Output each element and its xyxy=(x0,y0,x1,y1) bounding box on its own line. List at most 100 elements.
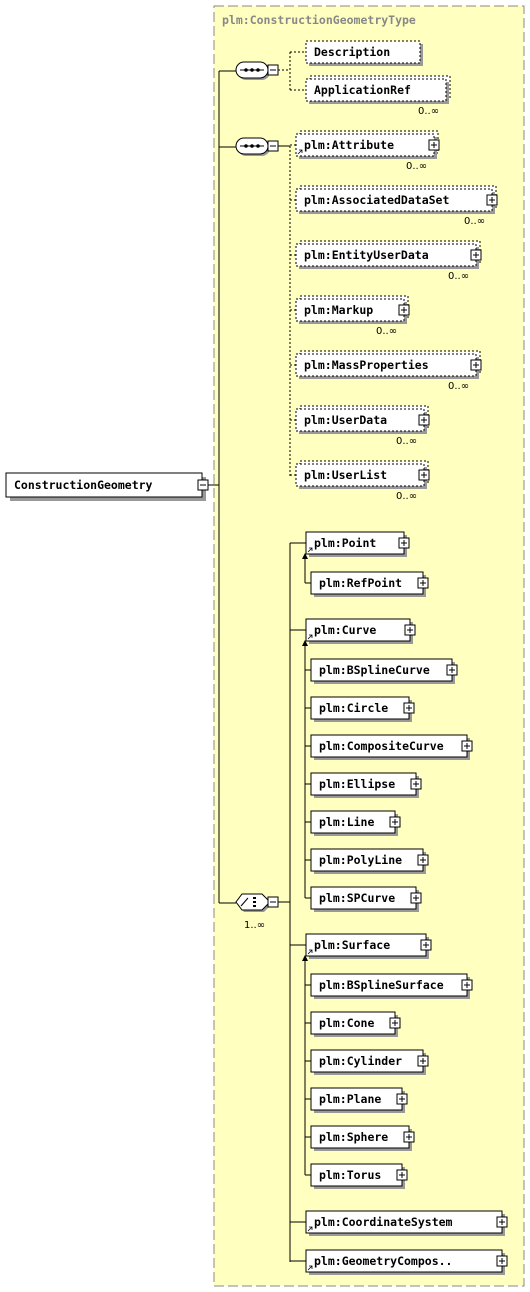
element-massproperties[interactable]: plm:MassProperties 0..∞ xyxy=(295,350,482,392)
expand-icon[interactable] xyxy=(403,1131,415,1143)
element-surface[interactable]: plm:Surface xyxy=(305,933,432,959)
expand-icon[interactable] xyxy=(403,702,415,714)
expand-icon[interactable] xyxy=(461,740,473,752)
occurrence-label: 0..∞ xyxy=(376,326,397,337)
element-label: plm:EntityUserData xyxy=(304,248,429,262)
element-point[interactable]: plm:Point xyxy=(305,531,410,557)
occurrence-label: 0..∞ xyxy=(406,161,427,172)
expand-icon[interactable] xyxy=(396,1169,408,1181)
expand-icon[interactable] xyxy=(410,892,422,904)
element-label: plm:Plane xyxy=(319,1092,381,1106)
reference-arrow-icon xyxy=(297,149,303,155)
element-userdata[interactable]: plm:UserData 0..∞ xyxy=(295,405,430,447)
expand-icon[interactable] xyxy=(420,939,432,951)
element-label: plm:AssociatedDataSet xyxy=(304,193,449,207)
expand-icon[interactable] xyxy=(418,414,430,426)
reference-arrow-icon xyxy=(307,634,313,640)
element-label: plm:BSplineSurface xyxy=(319,978,444,992)
element-label: plm:Cylinder xyxy=(319,1054,402,1068)
element-polyline[interactable]: plm:PolyLine xyxy=(310,848,429,874)
element-cone[interactable]: plm:Cone xyxy=(310,1011,401,1037)
element-label: plm:BSplineCurve xyxy=(319,663,430,677)
root-collapse-icon[interactable] xyxy=(197,479,209,491)
element-label: plm:Markup xyxy=(304,303,373,317)
element-attribute[interactable]: plm:Attribute 0..∞ xyxy=(295,130,440,172)
expand-icon[interactable] xyxy=(389,1017,401,1029)
sequence-compositor-2[interactable] xyxy=(235,137,279,156)
type-title: plm:ConstructionGeometryType xyxy=(222,13,416,27)
root-element-label: ConstructionGeometry xyxy=(14,478,153,492)
element-label: plm:Attribute xyxy=(304,138,394,152)
element-coordinatesystem[interactable]: plm:CoordinateSystem xyxy=(305,1210,508,1236)
element-label: plm:UserData xyxy=(304,413,387,427)
expand-icon[interactable] xyxy=(470,249,482,261)
root-element-box[interactable] xyxy=(5,472,203,498)
reference-arrow-icon xyxy=(307,1226,313,1232)
element-label: Description xyxy=(314,45,390,59)
reference-arrow-icon xyxy=(307,547,313,553)
expand-icon[interactable] xyxy=(496,1216,508,1228)
expand-icon[interactable] xyxy=(396,1093,408,1105)
reference-arrow-icon xyxy=(307,1265,313,1271)
substitution-arrow-icon xyxy=(302,640,308,646)
element-label: plm:Ellipse xyxy=(319,777,395,791)
expand-icon[interactable] xyxy=(417,577,429,589)
element-label: plm:MassProperties xyxy=(304,358,429,372)
expand-icon[interactable] xyxy=(461,979,473,991)
element-description[interactable]: Description xyxy=(305,40,423,66)
choice-compositor[interactable] xyxy=(235,893,279,912)
element-label: plm:CompositeCurve xyxy=(319,739,444,753)
reference-arrow-icon xyxy=(307,949,313,955)
element-label: plm:Sphere xyxy=(319,1130,388,1144)
expand-icon[interactable] xyxy=(404,624,416,636)
choice-elements: plm:Point plm:RefPoint plm:Curve plm:BSplin… xyxy=(290,531,508,1275)
element-label: plm:Line xyxy=(319,815,374,829)
expand-icon[interactable] xyxy=(410,778,422,790)
expand-icon[interactable] xyxy=(417,1055,429,1067)
element-userlist[interactable]: plm:UserList 0..∞ xyxy=(295,460,430,502)
expand-icon[interactable] xyxy=(417,854,429,866)
element-label: plm:GeometryCompos.. xyxy=(314,1254,452,1268)
element-line[interactable]: plm:Line xyxy=(310,810,401,836)
element-label: plm:Point xyxy=(314,536,376,550)
occurrence-label: 0..∞ xyxy=(396,436,417,447)
element-bsplinecurve[interactable]: plm:BSplineCurve xyxy=(310,658,458,684)
substitution-arrow-icon xyxy=(302,553,308,559)
element-circle[interactable]: plm:Circle xyxy=(310,696,415,722)
element-cylinder[interactable]: plm:Cylinder xyxy=(310,1049,429,1075)
expand-icon[interactable] xyxy=(418,469,430,481)
expand-icon[interactable] xyxy=(389,816,401,828)
element-ellipse[interactable]: plm:Ellipse xyxy=(310,772,422,798)
element-bsplinesurface[interactable]: plm:BSplineSurface xyxy=(310,973,473,999)
element-label: plm:Circle xyxy=(319,701,388,715)
occurrence-label: 0..∞ xyxy=(396,491,417,502)
substitution-arrow-icon xyxy=(302,955,308,961)
expand-icon[interactable] xyxy=(398,537,410,549)
expand-icon[interactable] xyxy=(486,194,498,206)
element-torus[interactable]: plm:Torus xyxy=(310,1163,408,1189)
element-geometrycompos[interactable]: plm:GeometryCompos.. xyxy=(305,1249,508,1275)
element-spcurve[interactable]: plm:SPCurve xyxy=(310,886,422,912)
element-refpoint[interactable]: plm:RefPoint xyxy=(310,571,429,597)
element-label: plm:Surface xyxy=(314,938,390,952)
occurrence-label: 0..∞ xyxy=(448,381,469,392)
element-label: plm:Cone xyxy=(319,1016,374,1030)
expand-icon[interactable] xyxy=(446,664,458,676)
element-curve[interactable]: plm:Curve xyxy=(305,618,416,644)
choice-occurrence: 1..∞ xyxy=(244,920,265,931)
element-plane[interactable]: plm:Plane xyxy=(310,1087,408,1113)
expand-icon[interactable] xyxy=(496,1255,508,1267)
element-compositecurve[interactable]: plm:CompositeCurve xyxy=(310,734,473,760)
expand-icon[interactable] xyxy=(398,304,410,316)
element-sphere[interactable]: plm:Sphere xyxy=(310,1125,415,1151)
element-label: plm:Curve xyxy=(314,623,376,637)
expand-icon[interactable] xyxy=(470,359,482,371)
element-label: plm:UserList xyxy=(304,468,387,482)
expand-icon[interactable] xyxy=(428,139,440,151)
